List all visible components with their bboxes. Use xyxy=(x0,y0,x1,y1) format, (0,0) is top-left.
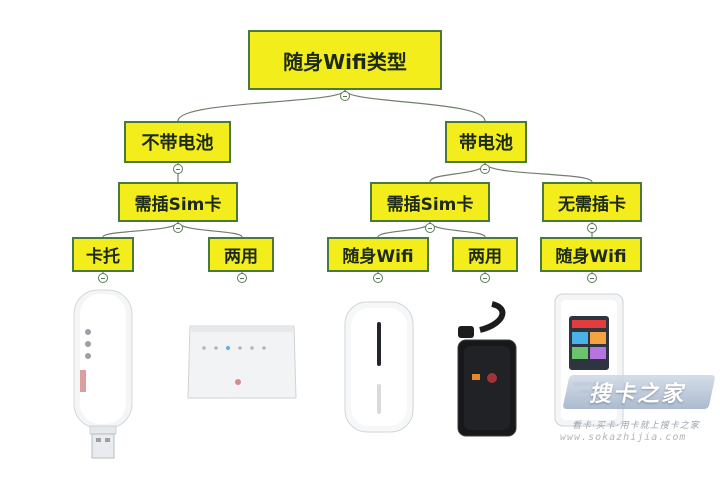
collapse-icon[interactable] xyxy=(587,273,597,283)
dual-use-node: 两用 xyxy=(452,237,518,272)
watermark-url: www.sokazhijia.com xyxy=(560,432,687,443)
mifi-with-cable-image xyxy=(457,301,517,437)
home-router-image xyxy=(187,325,297,399)
root-node: 随身Wifi类型 xyxy=(248,30,442,90)
sim-required-node: 需插Sim卡 xyxy=(370,182,490,222)
portable-wifi-node: 随身Wifi xyxy=(540,237,642,272)
no-sim-node: 无需插卡 xyxy=(542,182,642,222)
collapse-icon[interactable] xyxy=(98,273,108,283)
collapse-icon[interactable] xyxy=(340,91,350,101)
pocket-mifi-image xyxy=(344,301,414,433)
collapse-icon[interactable] xyxy=(425,223,435,233)
sim-required-node: 需插Sim卡 xyxy=(118,182,238,222)
collapse-icon[interactable] xyxy=(173,223,183,233)
collapse-icon[interactable] xyxy=(373,273,383,283)
no-battery-node: 不带电池 xyxy=(124,121,231,163)
card-tray-node: 卡托 xyxy=(72,237,134,272)
watermark-slogan: 看卡·买卡·用卡就上搜卡之家 xyxy=(572,421,700,431)
with-battery-node: 带电池 xyxy=(445,121,527,163)
collapse-icon[interactable] xyxy=(173,164,183,174)
collapse-icon[interactable] xyxy=(587,223,597,233)
portable-wifi-node: 随身Wifi xyxy=(327,237,429,272)
watermark-logo: 搜卡之家 xyxy=(562,375,716,409)
collapse-icon[interactable] xyxy=(480,273,490,283)
dual-use-node: 两用 xyxy=(208,237,274,272)
collapse-icon[interactable] xyxy=(480,164,490,174)
collapse-icon[interactable] xyxy=(237,273,247,283)
usb-dongle-image xyxy=(73,289,133,459)
